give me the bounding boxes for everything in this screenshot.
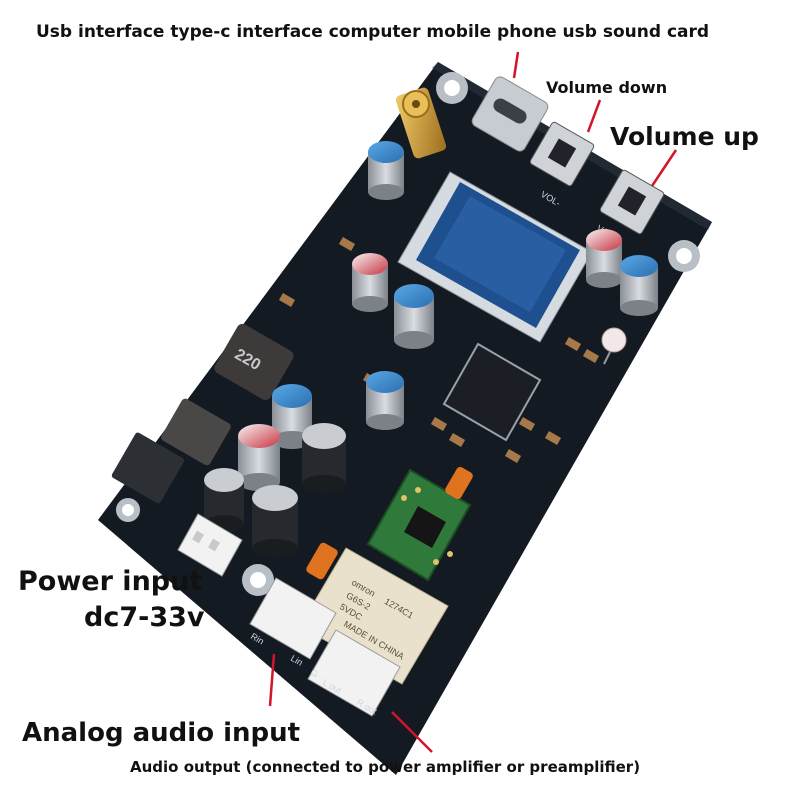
electrolytic-capacitors (204, 141, 658, 557)
analog-input-connector (249, 577, 337, 660)
volume-down-button (529, 121, 595, 187)
volume-up-label: Volume up (610, 122, 759, 151)
antenna-connector (395, 87, 447, 159)
audio-output-connector (307, 629, 401, 717)
power-input-label: Power input (18, 566, 203, 597)
audio-output-label: Audio output (connected to power amplifi… (130, 758, 641, 776)
callout-arrows (268, 51, 678, 753)
usb-interface-label: Usb interface type-c interface computer … (36, 22, 710, 42)
inductor: 220 (214, 323, 294, 401)
analog-audio-input-label: Analog audio input (22, 718, 301, 748)
main-ic-chip (442, 342, 542, 442)
power-voltage-label: dc7-33v (84, 602, 205, 633)
usb-type-c-port (471, 76, 549, 152)
bluetooth-module (397, 171, 593, 343)
volume-up-button (599, 169, 665, 235)
audio-output-callout-arrow (391, 711, 433, 753)
volume-up-callout-arrow (650, 149, 678, 187)
analog-input-callout-arrow (268, 653, 276, 707)
led (601, 327, 627, 365)
opamp-module (366, 468, 472, 582)
film-capacitor (445, 466, 473, 500)
film-capacitor (306, 542, 338, 580)
ground-label: G (309, 667, 320, 679)
usb-callout-arrow (512, 51, 520, 79)
mounting-holes (116, 72, 700, 596)
volume-down-label: Volume down (546, 78, 668, 97)
volume-down-callout-arrow (586, 99, 602, 133)
relay: omron 1274C1 G6S-2 5VDC MADE IN CHINA (299, 547, 449, 685)
power-input-connector (177, 513, 243, 577)
